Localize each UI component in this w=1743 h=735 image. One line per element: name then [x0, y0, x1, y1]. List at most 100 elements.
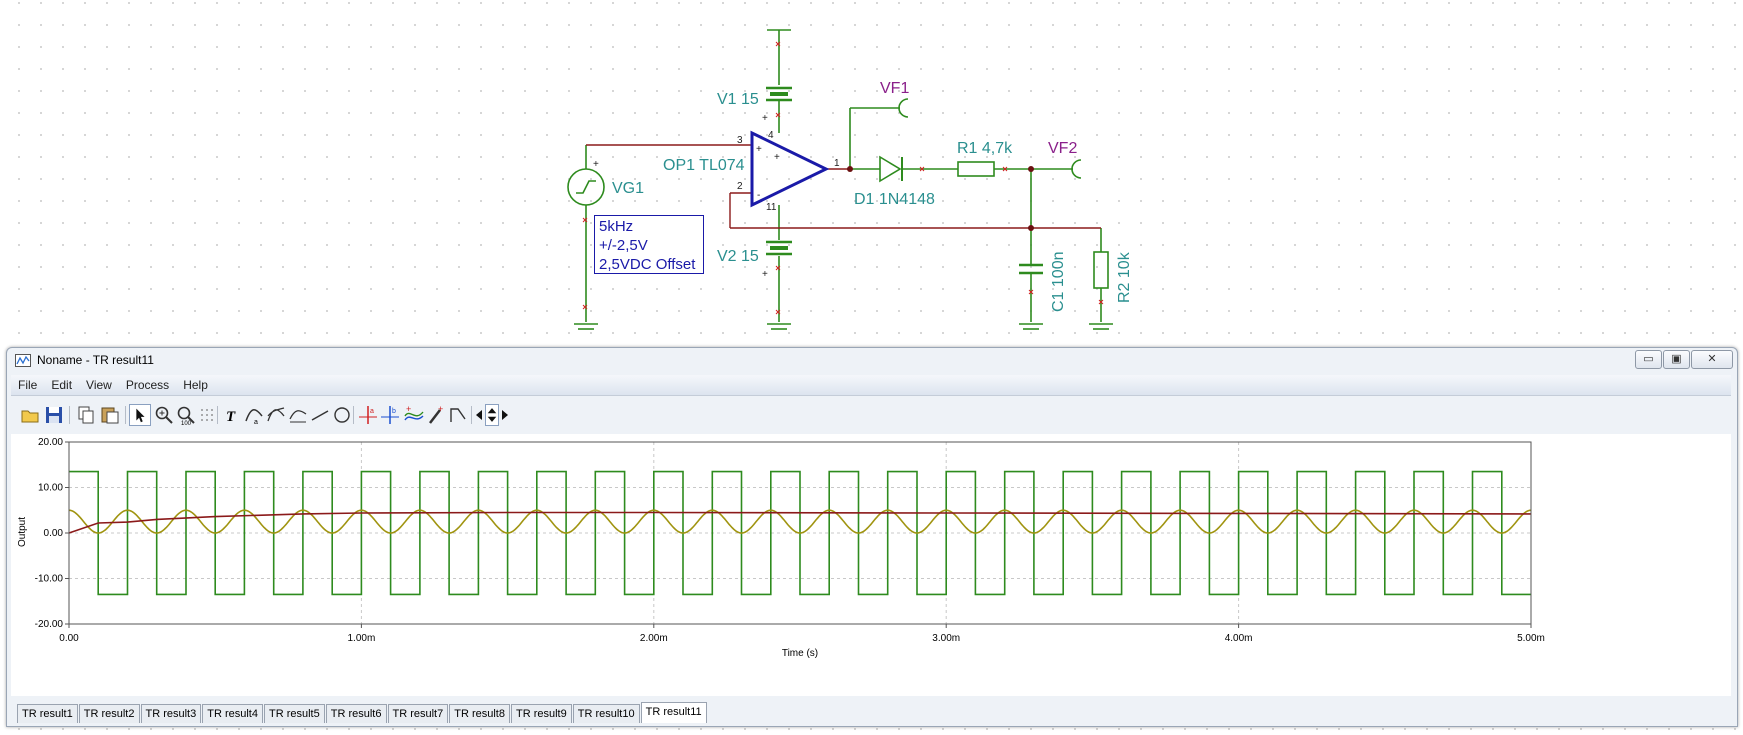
- opamp-plus: +: [756, 144, 762, 155]
- opamp-minus: -: [757, 190, 760, 201]
- cursor-b-icon[interactable]: b: [379, 404, 401, 426]
- circuit-schematic: V1 15 V2 15 OP1 TL074 VG1 D1 1N4148 R1 4…: [567, 29, 1133, 330]
- maximize-button[interactable]: ▣: [1663, 350, 1690, 369]
- v2-label: V2 15: [717, 248, 759, 265]
- chart-series: [68, 470, 1532, 596]
- tab-tr-result-6[interactable]: TR result6: [325, 704, 387, 723]
- tab-tr-result-2[interactable]: TR result2: [78, 704, 140, 723]
- series-sine-line: [69, 509, 1531, 534]
- title-bar[interactable]: Noname - TR result11 ▭ ▣ ✕: [7, 348, 1737, 372]
- note-line-3: 2,5VDC Offset: [599, 256, 696, 273]
- r2-label: R2 10k: [1116, 251, 1133, 303]
- y-tick-label: 10.00: [38, 483, 63, 494]
- tab-tr-result-8[interactable]: TR result8: [449, 704, 510, 723]
- v1-label: V1 15: [717, 91, 759, 108]
- x-tick-label: 2.00m: [640, 633, 668, 644]
- circle-icon[interactable]: [331, 404, 353, 426]
- y-tick-labels: 20.00 10.00 0.00 -10.00 -20.00: [35, 437, 64, 630]
- pin-1: 1: [834, 158, 840, 169]
- x-tick-label: 0.00: [59, 633, 79, 644]
- v1-plus: +: [762, 113, 768, 124]
- chart-grid: [65, 441, 1532, 628]
- window-title: Noname - TR result11: [37, 353, 154, 367]
- menu-help[interactable]: Help: [183, 378, 208, 392]
- svg-text:100: 100: [181, 421, 192, 426]
- svg-text:+: +: [406, 404, 411, 414]
- vg1-label: VG1: [612, 180, 644, 197]
- opamp-plus-2: +: [774, 152, 780, 163]
- pin-3: 3: [737, 135, 743, 146]
- minimize-button[interactable]: ▭: [1635, 350, 1662, 369]
- source-annotation: 5kHz +/-2,5V 2,5VDC Offset: [594, 215, 704, 274]
- pin-4: 4: [768, 130, 774, 141]
- vf1-label: VF1: [880, 80, 909, 97]
- right-arrow-icon[interactable]: [499, 404, 511, 426]
- line-icon[interactable]: [309, 404, 331, 426]
- y-tick-label: -20.00: [35, 619, 64, 630]
- tab-tr-result-1[interactable]: TR result1: [17, 704, 78, 723]
- c1-label: C1 100n: [1050, 252, 1067, 313]
- menu-bar: File Edit View Process Help: [11, 375, 1731, 396]
- curve-icon[interactable]: a: [243, 404, 265, 426]
- tab-tr-result-11[interactable]: TR result11: [640, 702, 707, 723]
- y-tick-label: 0.00: [44, 528, 64, 539]
- y-tick-label: 20.00: [38, 437, 63, 448]
- grid-icon[interactable]: [197, 404, 219, 426]
- menu-file[interactable]: File: [18, 378, 38, 392]
- svg-text:a: a: [370, 408, 374, 415]
- zoom-in-icon[interactable]: [153, 404, 175, 426]
- note-line-1: 5kHz: [599, 218, 634, 235]
- vg1-plus: +: [593, 159, 599, 170]
- note-line-2: +/-2,5V: [599, 237, 648, 254]
- tab-tr-result-10[interactable]: TR result10: [572, 704, 640, 723]
- save-icon[interactable]: [43, 404, 65, 426]
- toolbar: 100 T a a b + +: [11, 400, 1731, 430]
- menu-process[interactable]: Process: [125, 378, 170, 392]
- tr-result-window: Noname - TR result11 ▭ ▣ ✕ File Edit View P…: [6, 347, 1738, 727]
- x-tick-label: 4.00m: [1225, 633, 1253, 644]
- r1-label: R1 4,7k: [957, 140, 1013, 157]
- paste-icon[interactable]: [99, 404, 121, 426]
- pointer-icon[interactable]: [129, 404, 151, 426]
- tab-tr-result-9[interactable]: TR result9: [511, 704, 572, 723]
- left-arrow-icon[interactable]: [473, 404, 485, 426]
- probe-icon[interactable]: +: [425, 404, 447, 426]
- pin-2: 2: [737, 181, 743, 192]
- tab-tr-result-3[interactable]: TR result3: [140, 704, 202, 723]
- tab-tr-result-4[interactable]: TR result4: [202, 704, 263, 723]
- x-axis-label: Time (s): [782, 648, 818, 659]
- tab-tr-result-7[interactable]: TR result7: [387, 704, 449, 723]
- angle-icon[interactable]: [447, 404, 469, 426]
- curve3-icon[interactable]: [287, 404, 309, 426]
- copy-icon[interactable]: [75, 404, 97, 426]
- open-folder-icon[interactable]: [19, 404, 41, 426]
- transient-chart[interactable]: 20.00 10.00 0.00 -10.00 -20.00 0.00 1.00m 2.00…: [11, 434, 1731, 696]
- add-curve-icon[interactable]: +: [403, 404, 425, 426]
- cursor-a-icon[interactable]: a: [357, 404, 379, 426]
- zoom-fit-icon[interactable]: 100: [175, 404, 197, 426]
- y-tick-label: -10.00: [35, 574, 64, 585]
- plot-frame: [68, 441, 1532, 625]
- app-chart-icon: [15, 354, 31, 367]
- svg-text:a: a: [254, 419, 258, 426]
- d1-label: D1 1N4148: [854, 191, 935, 208]
- op1-label: OP1 TL074: [663, 157, 745, 174]
- plot-panel: 20.00 10.00 0.00 -10.00 -20.00 0.00 1.00m 2.00…: [11, 434, 1731, 696]
- vf2-label: VF2: [1048, 140, 1077, 157]
- close-button[interactable]: ✕: [1691, 350, 1733, 369]
- menu-view[interactable]: View: [86, 378, 112, 392]
- svg-text:b: b: [392, 408, 396, 415]
- x-tick-label: 1.00m: [348, 633, 376, 644]
- updown-arrow-icon[interactable]: [485, 404, 499, 426]
- curve2-icon[interactable]: [265, 404, 287, 426]
- pin-11: 11: [766, 202, 777, 213]
- svg-text:+: +: [438, 404, 443, 414]
- x-tick-label: 5.00m: [1517, 633, 1545, 644]
- svg-text:T: T: [226, 409, 236, 425]
- text-icon[interactable]: T: [221, 404, 243, 426]
- tab-tr-result-5[interactable]: TR result5: [264, 704, 325, 723]
- series-envelope-line: [68, 511, 1532, 534]
- menu-edit[interactable]: Edit: [51, 378, 73, 392]
